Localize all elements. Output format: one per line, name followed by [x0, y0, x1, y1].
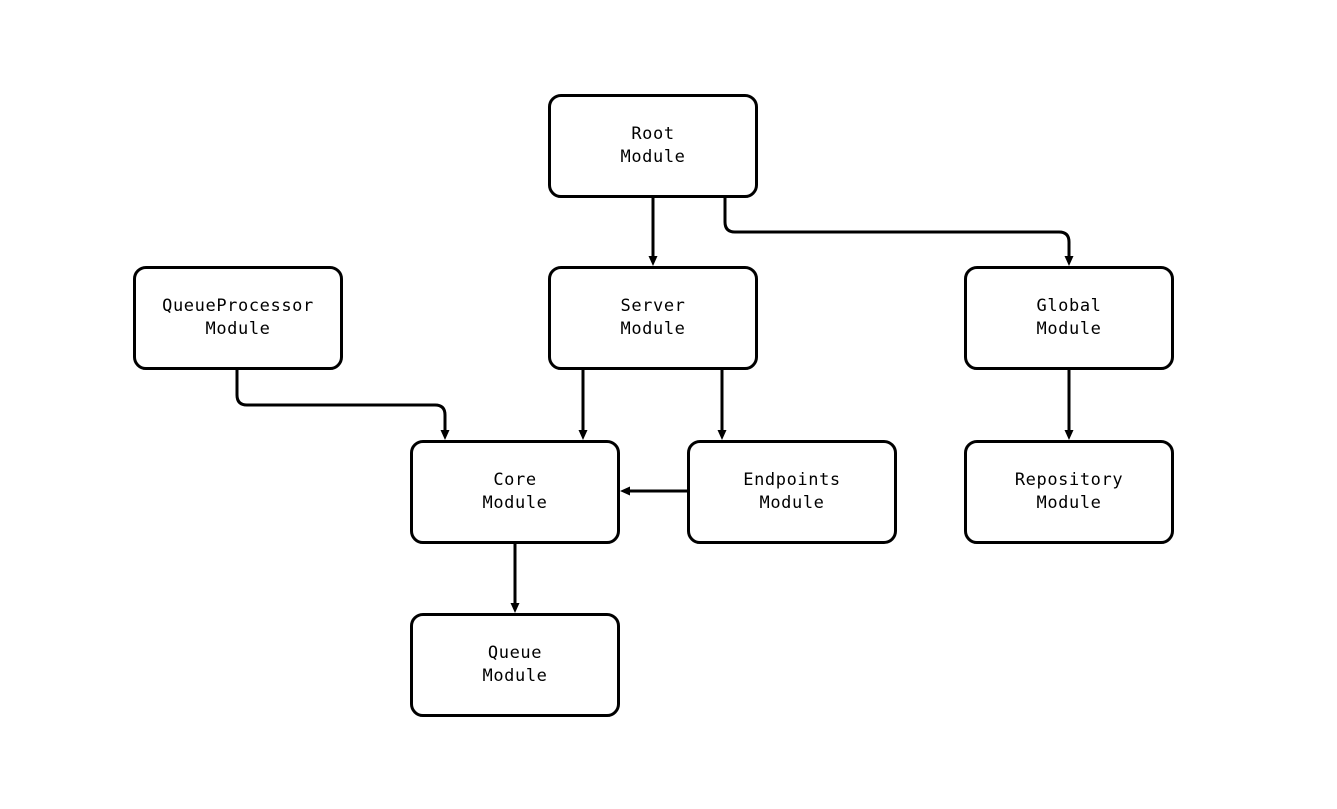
node-label-primary: Queue — [487, 643, 543, 663]
node-label-secondary: Module — [620, 147, 686, 167]
edge-queueprocessor-core — [235, 370, 450, 440]
node-label-secondary: Module — [205, 319, 271, 339]
node-label-secondary: Module — [1036, 319, 1102, 339]
node-label-primary: Endpoints — [743, 470, 841, 490]
node-label-secondary: Module — [1036, 493, 1102, 513]
node-label-secondary: Module — [482, 493, 548, 513]
node-label-primary: Core — [493, 470, 537, 490]
node-label-primary: Global — [1036, 296, 1102, 316]
node-label-primary: Server — [620, 296, 686, 316]
node-label-secondary: Module — [759, 493, 825, 513]
edge-group — [235, 198, 1074, 613]
node-label-primary: QueueProcessor — [162, 296, 314, 316]
node-label-secondary: Module — [620, 319, 686, 339]
node-label-secondary: Module — [482, 666, 548, 686]
edge-root-global — [723, 198, 1074, 266]
node-label-primary: Root — [631, 124, 675, 144]
node-label-primary: Repository — [1014, 470, 1124, 490]
